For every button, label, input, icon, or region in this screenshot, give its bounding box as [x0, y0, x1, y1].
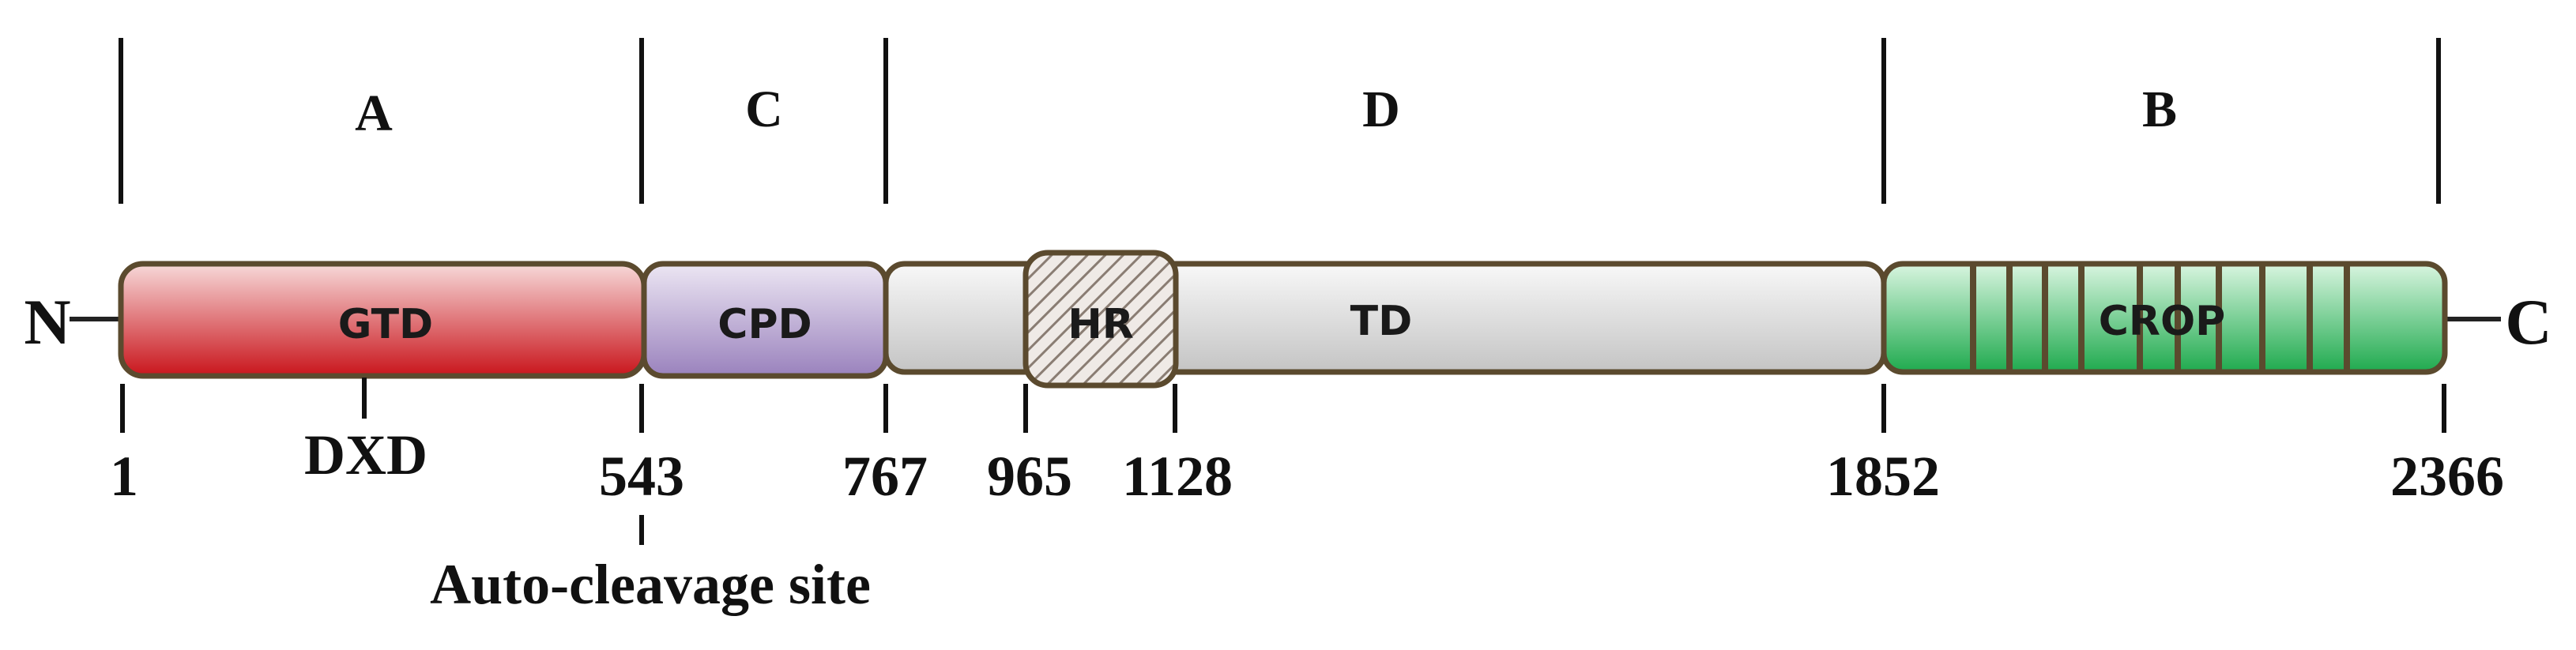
region-label-c: C — [745, 81, 783, 138]
n-terminal-label: N — [24, 286, 70, 358]
position-label-543: 543 — [599, 445, 684, 508]
position-ticks — [120, 378, 2446, 545]
region-label-a: A — [355, 85, 393, 142]
cpd-label: CPD — [717, 301, 812, 348]
cpd-domain — [641, 261, 889, 379]
position-label-1128: 1128 — [1122, 445, 1233, 508]
c-terminal-label: C — [2505, 286, 2552, 358]
position-label-1: 1 — [110, 445, 138, 508]
region-label-d: D — [1362, 81, 1400, 138]
gtd-label: GTD — [338, 301, 433, 348]
td-label: TD — [1350, 298, 1413, 345]
position-label-2366: 2366 — [2390, 445, 2504, 508]
hr-domain — [1022, 250, 1179, 389]
hr-label: HR — [1068, 301, 1134, 348]
crop-domain — [1881, 261, 2448, 375]
position-label-767: 767 — [842, 445, 928, 508]
domain-bar — [118, 250, 2448, 389]
position-label-965: 965 — [987, 445, 1072, 508]
region-boundaries — [119, 38, 2441, 204]
position-label-1852: 1852 — [1826, 445, 1940, 508]
crop-label: CROP — [2099, 298, 2226, 345]
auto-cleavage-site-label: Auto-cleavage site — [430, 553, 871, 616]
crop-repeats — [1970, 264, 2350, 372]
dxd-motif-label: DXD — [304, 423, 427, 487]
region-label-b: B — [2142, 81, 2177, 138]
